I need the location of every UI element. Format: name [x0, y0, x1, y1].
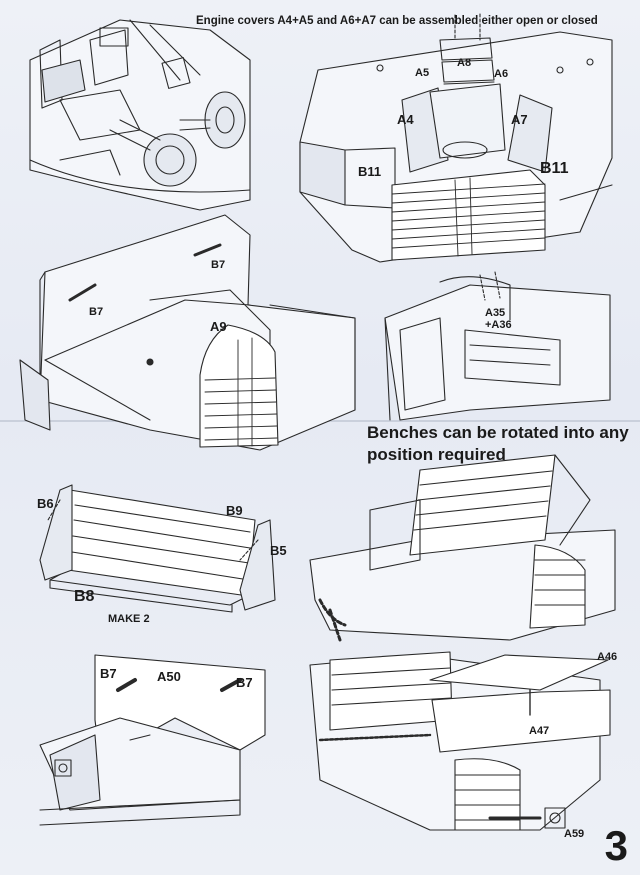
part-label-a59: A59	[564, 828, 585, 840]
part-label-a36: +A36	[485, 319, 512, 331]
part-label-a50: A50	[157, 669, 181, 684]
part-label-b6: B6	[37, 496, 54, 511]
engine-deck-drawing	[299, 13, 613, 263]
benches-note-line2: position required	[367, 445, 506, 464]
part-label-b7-bottom-left: B7	[100, 666, 117, 681]
benches-rotated-drawing	[309, 454, 616, 642]
part-label-b9: B9	[226, 503, 243, 518]
part-label-a9: A9	[210, 319, 227, 334]
rear-door-drawing	[384, 271, 611, 421]
bench-assembly-drawing	[39, 484, 276, 613]
a46-a47-drawing	[309, 651, 611, 831]
part-label-b11-right: B11	[540, 160, 569, 177]
engine-detail-drawing	[29, 19, 251, 211]
part-label-b5: B5	[270, 543, 287, 558]
part-label-a46: A46	[597, 651, 618, 663]
part-label-a6: A6	[494, 68, 509, 80]
part-label-b7-top: B7	[211, 259, 226, 271]
hull-closed-drawing	[19, 214, 356, 451]
part-label-b7-left: B7	[89, 306, 104, 318]
part-label-a4: A4	[397, 112, 414, 127]
page-number: 3	[604, 822, 628, 869]
part-label-b11-left: B11	[358, 164, 382, 179]
part-label-a47: A47	[529, 725, 550, 737]
engine-covers-note: Engine covers A4+A5 and A6+A7 can be ass…	[196, 15, 598, 27]
benches-note: Benches can be rotated into any position…	[367, 422, 640, 466]
make-count-label: MAKE 2	[108, 613, 150, 625]
part-label-a35: A35	[485, 307, 506, 319]
part-label-b7-bottom-right: B7	[236, 675, 253, 690]
part-label-a5: A5	[415, 67, 430, 79]
a50-panel-drawing	[39, 654, 266, 826]
part-label-a8: A8	[457, 57, 472, 69]
part-label-b8: B8	[74, 588, 95, 605]
part-label-a7: A7	[511, 112, 528, 127]
benches-note-line1: Benches can be rotated into any	[367, 423, 629, 442]
